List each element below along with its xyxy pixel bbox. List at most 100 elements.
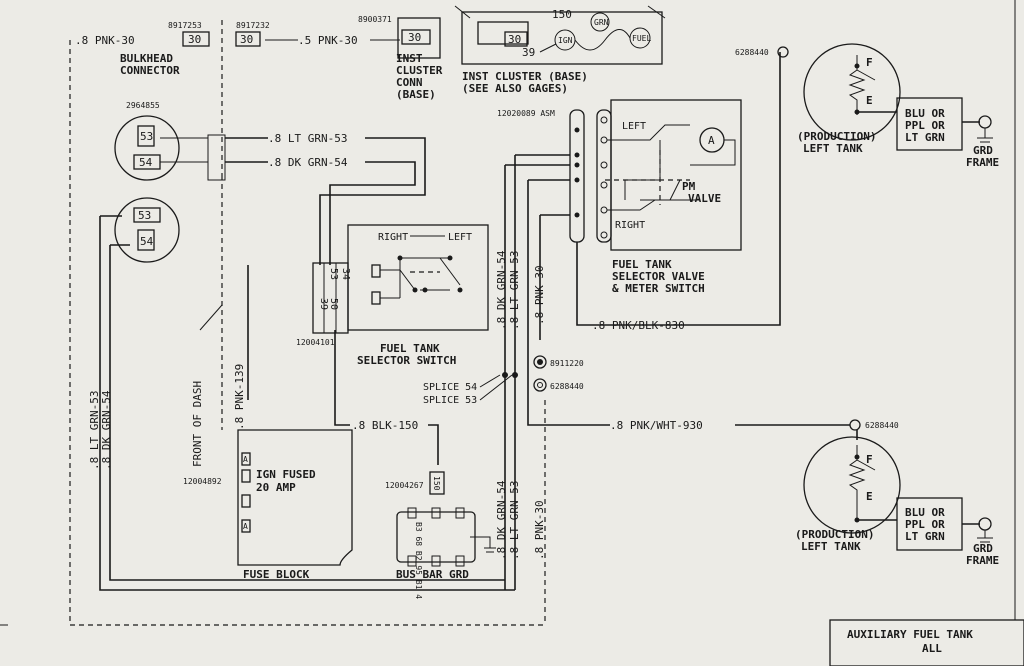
mid-label-ltgrn53: .8 LT GRN-53 (508, 251, 521, 330)
pin-30a: 30 (188, 33, 201, 46)
part-number-6288440-splice: 6288440 (550, 382, 584, 391)
title-line2: ALL (922, 642, 942, 655)
wire-label-dkgrn54: .8 DK GRN-54 (268, 156, 348, 169)
lt-grn-label-lower: LT GRN (905, 530, 945, 543)
part-number-8911220: 8911220 (550, 359, 584, 368)
valve-right-label: RIGHT (615, 220, 645, 231)
sender-f-label-upper: F (866, 56, 873, 69)
mid-label-dkgrn54: .8 DK GRN-54 (495, 250, 508, 330)
wire-label-pnk30-b: .5 PNK-30 (298, 34, 358, 47)
amp-label: 20 AMP (256, 481, 296, 494)
cluster-label: CLUSTER (396, 64, 443, 77)
fuse-pin-a2: A (243, 522, 248, 531)
bulkhead-connector: .8 PNK-30 8917253 30 8917232 30 BULKHEAD… (69, 20, 545, 626)
ppl-or-label-upper: PPL OR (905, 119, 945, 132)
valve-left-label: LEFT (622, 121, 646, 132)
left-tank-upper: F E (PRODUCTION) LEFT TANK BLU OR PPL OR… (797, 43, 999, 169)
pin-150: 150 (552, 8, 572, 21)
switch-left-label: LEFT (448, 232, 472, 243)
connector-label: CONNECTOR (120, 64, 180, 77)
pm-label: PM (682, 180, 696, 193)
grd-label-upper: GRD (973, 144, 993, 157)
conn-label: CONN (396, 76, 423, 89)
fuel-label: FUEL (632, 34, 651, 43)
bot-label-ltgrn53: .8 LT GRN-53 (508, 481, 521, 560)
fuel-tank-selector-valve: 12020089 ASM LEFT A PM VALVE RIGHT FUEL … (497, 99, 742, 295)
ign-fused-label: IGN FUSED (256, 468, 316, 481)
switch-right-label: RIGHT (378, 232, 408, 243)
gauge-pin-53b: 53 (138, 209, 151, 222)
front-of-dash-label: FRONT OF DASH (191, 381, 204, 467)
selector-switch-label-1: FUEL TANK (380, 342, 440, 355)
grn-label: GRN (594, 18, 609, 27)
selector-switch-label-2: SELECTOR SWITCH (357, 354, 456, 367)
frame-label-lower: FRAME (966, 554, 999, 567)
pin-30d: 30 (508, 33, 521, 46)
part-number-6288440-top: 6288440 (735, 48, 769, 57)
bulkhead-label: BULKHEAD (120, 52, 173, 65)
switch-pin-39: 39 (318, 298, 329, 310)
connector-pin-30b (235, 31, 261, 47)
left-tank-label-lower: LEFT TANK (801, 540, 861, 553)
mid-label-pnk30: .8 PNK-30 (533, 265, 546, 325)
part-number-8900371: 8900371 (358, 15, 392, 24)
title-line1: AUXILIARY FUEL TANK (847, 628, 973, 641)
switch-pin-53: 53 (328, 268, 339, 280)
splice53-label: SPLICE 53 (423, 395, 477, 406)
splice54-label: SPLICE 54 (423, 382, 477, 393)
selector-valve-label-3: & METER SWITCH (612, 282, 705, 295)
part-number-6288440-mid: 6288440 (865, 421, 899, 430)
sender-e-label-lower: E (866, 490, 873, 503)
part-number-12004892: 12004892 (183, 477, 222, 486)
inst-cluster-base: 30 150 GRN IGN FUEL 39 INST CLUSTER (BAS… (454, 5, 666, 95)
gauge-pin-53a: 53 (140, 130, 153, 143)
bus-pin-150: 150 (432, 476, 441, 491)
ign-label: IGN (558, 36, 573, 45)
gauge-lower: 53 54 (114, 197, 180, 263)
wire-label-blk150: .8 BLK-150 (352, 419, 418, 432)
bus-bar-grd: 12004267 150 B3 68 B2 95 B1 4 BUS BAR GR… (385, 471, 496, 599)
bot-label-dkgrn54: .8 DK GRN-54 (495, 480, 508, 560)
ammeter-label: A (708, 134, 715, 147)
gauge-pin-54a: 54 (139, 156, 153, 169)
production-label-upper: (PRODUCTION) (797, 130, 876, 143)
bus-bar-label: BUS BAR GRD (396, 568, 469, 581)
see-also-gages-label: (SEE ALSO GAGES) (462, 82, 568, 95)
sender-e-label-upper: E (866, 94, 873, 107)
switch-pin-50: 50 (328, 298, 339, 310)
ppl-or-label-lower: PPL OR (905, 518, 945, 531)
part-number-12004267: 12004267 (385, 481, 424, 490)
wire-label-pnk30-a: .8 PNK-30 (75, 34, 135, 47)
frame-label-upper: FRAME (966, 156, 999, 169)
part-number-2964855: 2964855 (126, 101, 160, 110)
pin-30b: 30 (240, 33, 253, 46)
left-tank-label-upper: LEFT TANK (803, 142, 863, 155)
bus-pin-label: B3 68 B2 95 B1 4 (414, 522, 423, 599)
wire-label-pnkwht930: .8 PNK/WHT-930 (610, 419, 703, 432)
part-number-12004101: 12004101 (296, 338, 335, 347)
blu-or-label-lower: BLU OR (905, 506, 945, 519)
pin-39: 39 (522, 46, 535, 59)
fuse-block: A A IGN FUSED 20 AMP 12004892 FUSE BLOCK (183, 429, 353, 581)
gauge-upper: 2964855 53 54 (114, 101, 180, 181)
wire-label-pnk139: .8 PNK-139 (233, 364, 246, 430)
fuse-pin-a1: A (243, 455, 248, 464)
selector-valve-label-1: FUEL TANK (612, 258, 672, 271)
wire-label-ltgrn53-v: .8 LT GRN-53 (88, 391, 101, 470)
left-tank-lower: F E (PRODUCTION) LEFT TANK BLU OR PPL OR… (795, 436, 999, 567)
connector-pin-30a (182, 31, 210, 47)
part-number-8917253: 8917253 (168, 21, 202, 30)
selector-valve-label-2: SELECTOR VALVE (612, 270, 705, 283)
lt-grn-label-upper: LT GRN (905, 131, 945, 144)
fuse-block-label: FUSE BLOCK (243, 568, 310, 581)
inst-cluster-conn: 8900371 30 INST CLUSTER CONN (BASE) (358, 15, 443, 101)
pin-30c: 30 (408, 31, 421, 44)
production-label-lower: (PRODUCTION) (795, 528, 874, 541)
switch-pin-34: 34 (340, 268, 351, 280)
wire-label-dkgrn54-v: .8 DK GRN-54 (100, 390, 113, 470)
wire-label-pnkblk830: .8 PNK/BLK-830 (592, 319, 685, 332)
valve-label: VALVE (688, 192, 721, 205)
grd-label-lower: GRD (973, 542, 993, 555)
sender-f-label-lower: F (866, 453, 873, 466)
